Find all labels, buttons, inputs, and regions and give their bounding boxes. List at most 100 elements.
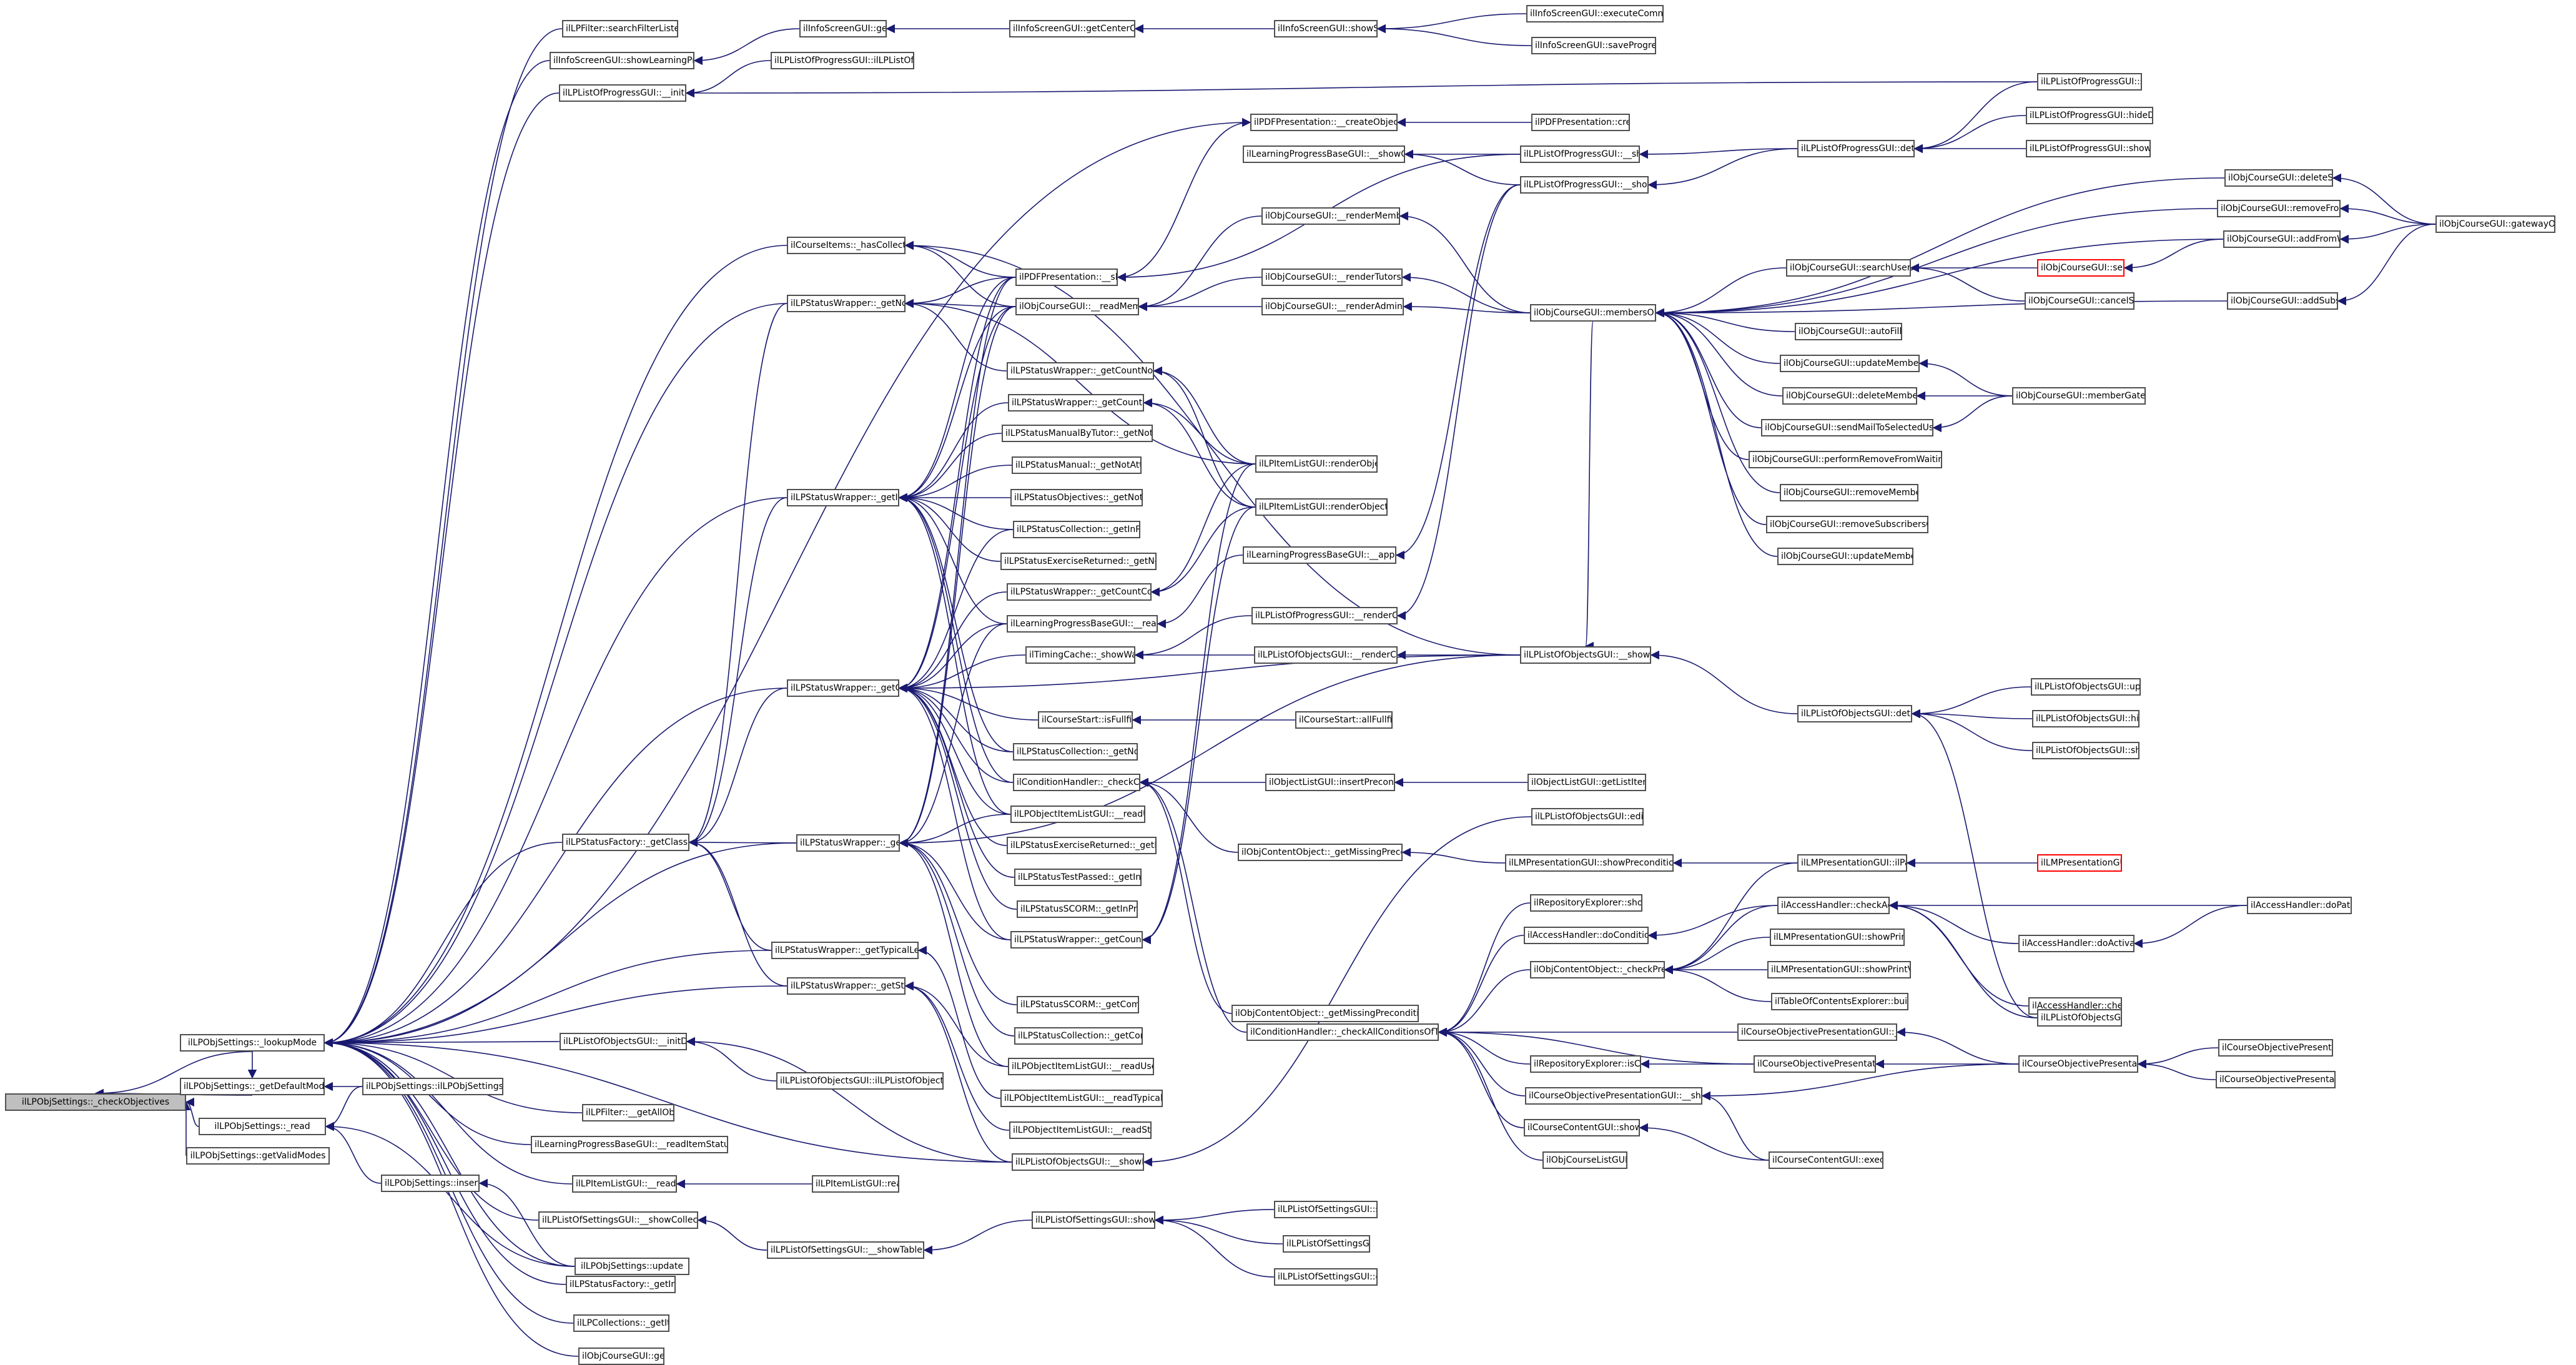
graph-node[interactable]: ilLearningProgressBaseGUI::__readStatus bbox=[1007, 615, 1158, 633]
graph-node[interactable]: ilLPListOfObjectsGUI::ilLPListOfObjectsG… bbox=[776, 1072, 944, 1090]
graph-node[interactable]: ilLPListOfProgressGUI::showDetails bbox=[2026, 140, 2151, 157]
graph-node[interactable]: ilLPStatusWrapper::_getStatusInfo bbox=[787, 977, 906, 995]
graph-node[interactable]: ilObjCourseListGUI::initItem bbox=[1542, 1151, 1627, 1169]
graph-node[interactable]: ilInfoScreenGUI::showLearningProgress bbox=[550, 52, 694, 69]
graph-node[interactable]: ilLPListOfObjectsGUI::__showEditUser bbox=[1012, 1153, 1144, 1171]
graph-node[interactable]: ilLPListOfObjectsGUI::updateUser bbox=[2031, 678, 2141, 696]
graph-node[interactable]: ilLPStatusCollection::_getInProgress bbox=[1013, 521, 1140, 538]
graph-node[interactable]: ilInfoScreenGUI::saveProgress bbox=[1531, 37, 1656, 54]
graph-node[interactable]: ilLPStatusExerciseReturned::_getNotAttem… bbox=[1000, 553, 1157, 570]
graph-node[interactable]: ilLPStatusWrapper::_getCompleted bbox=[787, 679, 899, 697]
graph-node[interactable]: ilLPObjSettings::ilLPObjSettings bbox=[362, 1078, 503, 1095]
graph-node[interactable]: ilRepositoryExplorer::showChilds bbox=[1530, 894, 1642, 912]
graph-node[interactable]: ilLPFilter::searchFilterListener bbox=[562, 20, 678, 37]
graph-node[interactable]: ilObjCourseGUI::deleteMembersObject bbox=[1782, 387, 1917, 405]
graph-node[interactable]: ilLPObjSettings::_getDefaultMode bbox=[180, 1078, 325, 1095]
graph-node[interactable]: ilObjCourseGUI::gatewayObject bbox=[2435, 215, 2555, 233]
graph-node[interactable]: ilLPStatusManualByTutor::_getNotAttempte… bbox=[1002, 425, 1153, 442]
graph-node[interactable]: ilObjCourseGUI::removeFromWaitingList bbox=[2217, 200, 2341, 217]
graph-node[interactable]: ilCourseObjectivePresentationGUI::__show… bbox=[1737, 1023, 1897, 1041]
graph-node[interactable]: ilObjCourseGUI::__renderMembersTable bbox=[1261, 207, 1400, 225]
graph-node[interactable]: ilLPStatusCollection::_getCompleted bbox=[1014, 1027, 1143, 1045]
graph-node[interactable]: ilObjContentObject::_getMissingPrecondit… bbox=[1238, 844, 1403, 861]
graph-node[interactable]: ilCourseObjectivePresentationGUI::reset bbox=[2218, 1039, 2333, 1057]
graph-node[interactable]: ilLPStatusSCORM::_getInProgress bbox=[1017, 900, 1138, 918]
graph-node[interactable]: ilLPListOfProgressGUI::__showContainerLi… bbox=[1520, 176, 1649, 194]
graph-node[interactable]: ilLPListOfProgressGUI::hideDetails bbox=[2026, 107, 2153, 124]
graph-node[interactable]: ilLPObjSettings::_read bbox=[199, 1118, 326, 1135]
graph-node[interactable]: ilLPStatusFactory::_getClassById bbox=[562, 834, 689, 851]
graph-node[interactable]: ilLPItemListGUI::renderObjectListFO bbox=[1255, 498, 1388, 516]
graph-node[interactable]: ilTableOfContentsExplorer::buildTitle bbox=[1771, 993, 1908, 1010]
graph-node[interactable]: ilLPStatusObjectives::_getNotAttempted bbox=[1010, 489, 1143, 506]
graph-node[interactable]: ilLearningProgressBaseGUI::__showObjectD… bbox=[1243, 145, 1405, 163]
graph-node[interactable]: ilCourseItems::_hasCollectionTimings bbox=[787, 237, 906, 254]
graph-node[interactable]: ilLPObjSettings::getValidModes bbox=[186, 1147, 330, 1165]
graph-node[interactable]: ilLPStatusManual::_getNotAttempted bbox=[1012, 456, 1142, 474]
graph-node[interactable]: ilAccessHandler::doPathCheck bbox=[2247, 897, 2352, 914]
graph-node[interactable]: ilAccessHandler::doActivationCheck bbox=[2018, 935, 2134, 952]
graph-node[interactable]: ilLPStatusTestPassed::_getInProgress bbox=[1014, 869, 1142, 886]
graph-node[interactable]: ilObjCourseGUI::sendMailToSelectedUsersO… bbox=[1761, 419, 1933, 436]
graph-node[interactable]: ilObjCourseGUI::updateMemberObject bbox=[1777, 548, 1913, 565]
graph-node[interactable]: ilObjCourseGUI::removeMembersObject bbox=[1780, 484, 1918, 501]
graph-node[interactable]: ilLPItemListGUI::__readMode bbox=[572, 1175, 677, 1193]
graph-node[interactable]: ilObjCourseGUI::membersObject bbox=[1530, 304, 1656, 322]
graph-node[interactable]: ilLPStatusSCORM::_getCompleted bbox=[1017, 996, 1139, 1013]
graph-node[interactable]: ilObjCourseGUI::deleteSubscribers bbox=[2224, 169, 2333, 187]
graph-node[interactable]: ilObjCourseGUI::addSubscribers bbox=[2227, 292, 2338, 310]
graph-node[interactable]: ilLPListOfSettingsGUI::show bbox=[1032, 1211, 1155, 1229]
graph-node[interactable]: ilLearningProgressBaseGUI::__appendLPDet… bbox=[1243, 546, 1396, 564]
graph-node[interactable]: ilCourseObjectivePresentationGUI::__show… bbox=[1754, 1055, 1876, 1073]
graph-node[interactable]: ilLMPresentationGUI::showPrintView bbox=[1770, 929, 1905, 946]
graph-node[interactable]: ilCourseObjectivePresentationGUI::__show… bbox=[1525, 1087, 1702, 1105]
graph-node[interactable]: ilObjectListGUI::getListItemHTML bbox=[1527, 774, 1646, 791]
graph-node[interactable]: ilLPListOfProgressGUI::details bbox=[1797, 140, 1915, 157]
graph-node[interactable]: ilObjectListGUI::insertPreconditions bbox=[1265, 774, 1395, 791]
graph-node[interactable]: ilLPListOfObjectsGUI::details bbox=[1797, 705, 1912, 722]
graph-node[interactable]: ilConditionHandler::_checkAllConditionsO… bbox=[1246, 1023, 1439, 1041]
graph-node[interactable]: ilObjCourseGUI::__renderAdminsTable bbox=[1261, 298, 1404, 315]
graph-node[interactable]: ilLPListOfObjectsGUI::__showUsersList bbox=[1520, 646, 1651, 664]
graph-node[interactable]: ilLPListOfObjectsGUI::editUser bbox=[1531, 808, 1644, 825]
graph-node[interactable]: ilLPStatusWrapper::_getTypicalLearningTi… bbox=[771, 942, 919, 959]
graph-node[interactable]: ilLMPresentationGUI::ilPage bbox=[1797, 854, 1907, 872]
graph-node[interactable]: ilCourseStart::allFullfilled bbox=[1295, 711, 1393, 729]
graph-node[interactable]: ilPDFPresentation::createDetails bbox=[1531, 114, 1630, 131]
graph-node[interactable]: ilInfoScreenGUI::getCenterColumnHTML bbox=[1009, 20, 1135, 37]
graph-node[interactable]: ilLPObjectItemListGUI::__readUserStatusI… bbox=[1008, 1058, 1154, 1075]
graph-node[interactable]: ilLMPresentationGUI::showPreconditionsOf… bbox=[1505, 854, 1674, 872]
graph-node[interactable]: ilObjCourseGUI::memberGatewayObject bbox=[2012, 387, 2146, 405]
graph-node[interactable]: ilLPObjSettings::update bbox=[575, 1258, 689, 1275]
graph-node[interactable]: ilInfoScreenGUI::getHTML bbox=[799, 20, 887, 37]
graph-node[interactable]: ilLPListOfSettingsGUI::saveSettings bbox=[1274, 1201, 1378, 1218]
graph-node[interactable]: ilAccessHandler::checkAccessOfUser bbox=[1777, 897, 1890, 914]
graph-node[interactable]: ilAccessHandler::doConditionCheck bbox=[1524, 927, 1649, 944]
graph-node[interactable]: ilObjCourseGUI::autoFillObject bbox=[1795, 323, 1902, 340]
graph-node[interactable]: ilLPListOfProgressGUI::__renderContainer… bbox=[1251, 607, 1398, 624]
graph-node[interactable]: ilLPListOfObjectsGUI::__initDetails bbox=[560, 1033, 687, 1050]
graph-node[interactable]: ilLPItemListGUI::read bbox=[812, 1175, 899, 1193]
graph-node[interactable]: ilLPObjectItemListGUI::__readStatusInfo bbox=[1009, 1121, 1152, 1139]
graph-node[interactable]: ilRepositoryExplorer::isClickable bbox=[1530, 1055, 1641, 1073]
graph-node[interactable]: ilLPStatusWrapper::_getCountFailed bbox=[1010, 931, 1143, 949]
graph-node[interactable]: ilLPStatusExerciseReturned::_getInProgre… bbox=[1007, 837, 1157, 854]
graph-node[interactable]: ilLPListOfProgressGUI::__initDetails bbox=[559, 84, 686, 102]
graph-node[interactable]: ilObjCourseGUI::addFromWaitingList bbox=[2223, 230, 2341, 248]
graph-node[interactable]: ilLPObjSettings::insert bbox=[381, 1175, 480, 1192]
graph-node[interactable]: ilLMPresentationGUI::showPrintViewSelect… bbox=[1767, 961, 1911, 978]
graph-node[interactable]: ilTimingCache::_showWarning bbox=[1025, 646, 1135, 664]
graph-node[interactable]: ilPDFPresentation::__createObjectDetails bbox=[1250, 114, 1398, 131]
graph-node[interactable]: ilCourseContentGUI::executeCommand bbox=[1769, 1151, 1883, 1169]
graph-node[interactable]: ilLPStatusWrapper::_getInProgress bbox=[787, 489, 899, 506]
graph-node[interactable]: ilCourseContentGUI::showStartObjects bbox=[1524, 1119, 1640, 1136]
graph-node[interactable]: ilLPListOfObjectsGUI::showDetails bbox=[2032, 742, 2139, 759]
graph-node[interactable]: ilLPListOfObjectsGUI::show bbox=[2037, 1009, 2122, 1027]
graph-node[interactable]: ilObjCourseGUI::updateMembersObject bbox=[1780, 355, 1920, 372]
graph-node[interactable]: ilObjCourseGUI::getTabs bbox=[578, 1348, 664, 1365]
graph-node[interactable]: ilLPStatusWrapper::_getFailed bbox=[796, 834, 900, 852]
graph-node[interactable]: ilObjCourseGUI::searchUserObject bbox=[1786, 259, 1911, 277]
graph-node[interactable]: ilObjContentObject::_getMissingPrecondit… bbox=[1231, 1005, 1419, 1022]
graph-node[interactable]: ilLPStatusWrapper::_getCountInProgress bbox=[1008, 394, 1144, 411]
graph-node[interactable]: ilLPObjectItemListGUI::__readUserStatus bbox=[1010, 806, 1145, 823]
